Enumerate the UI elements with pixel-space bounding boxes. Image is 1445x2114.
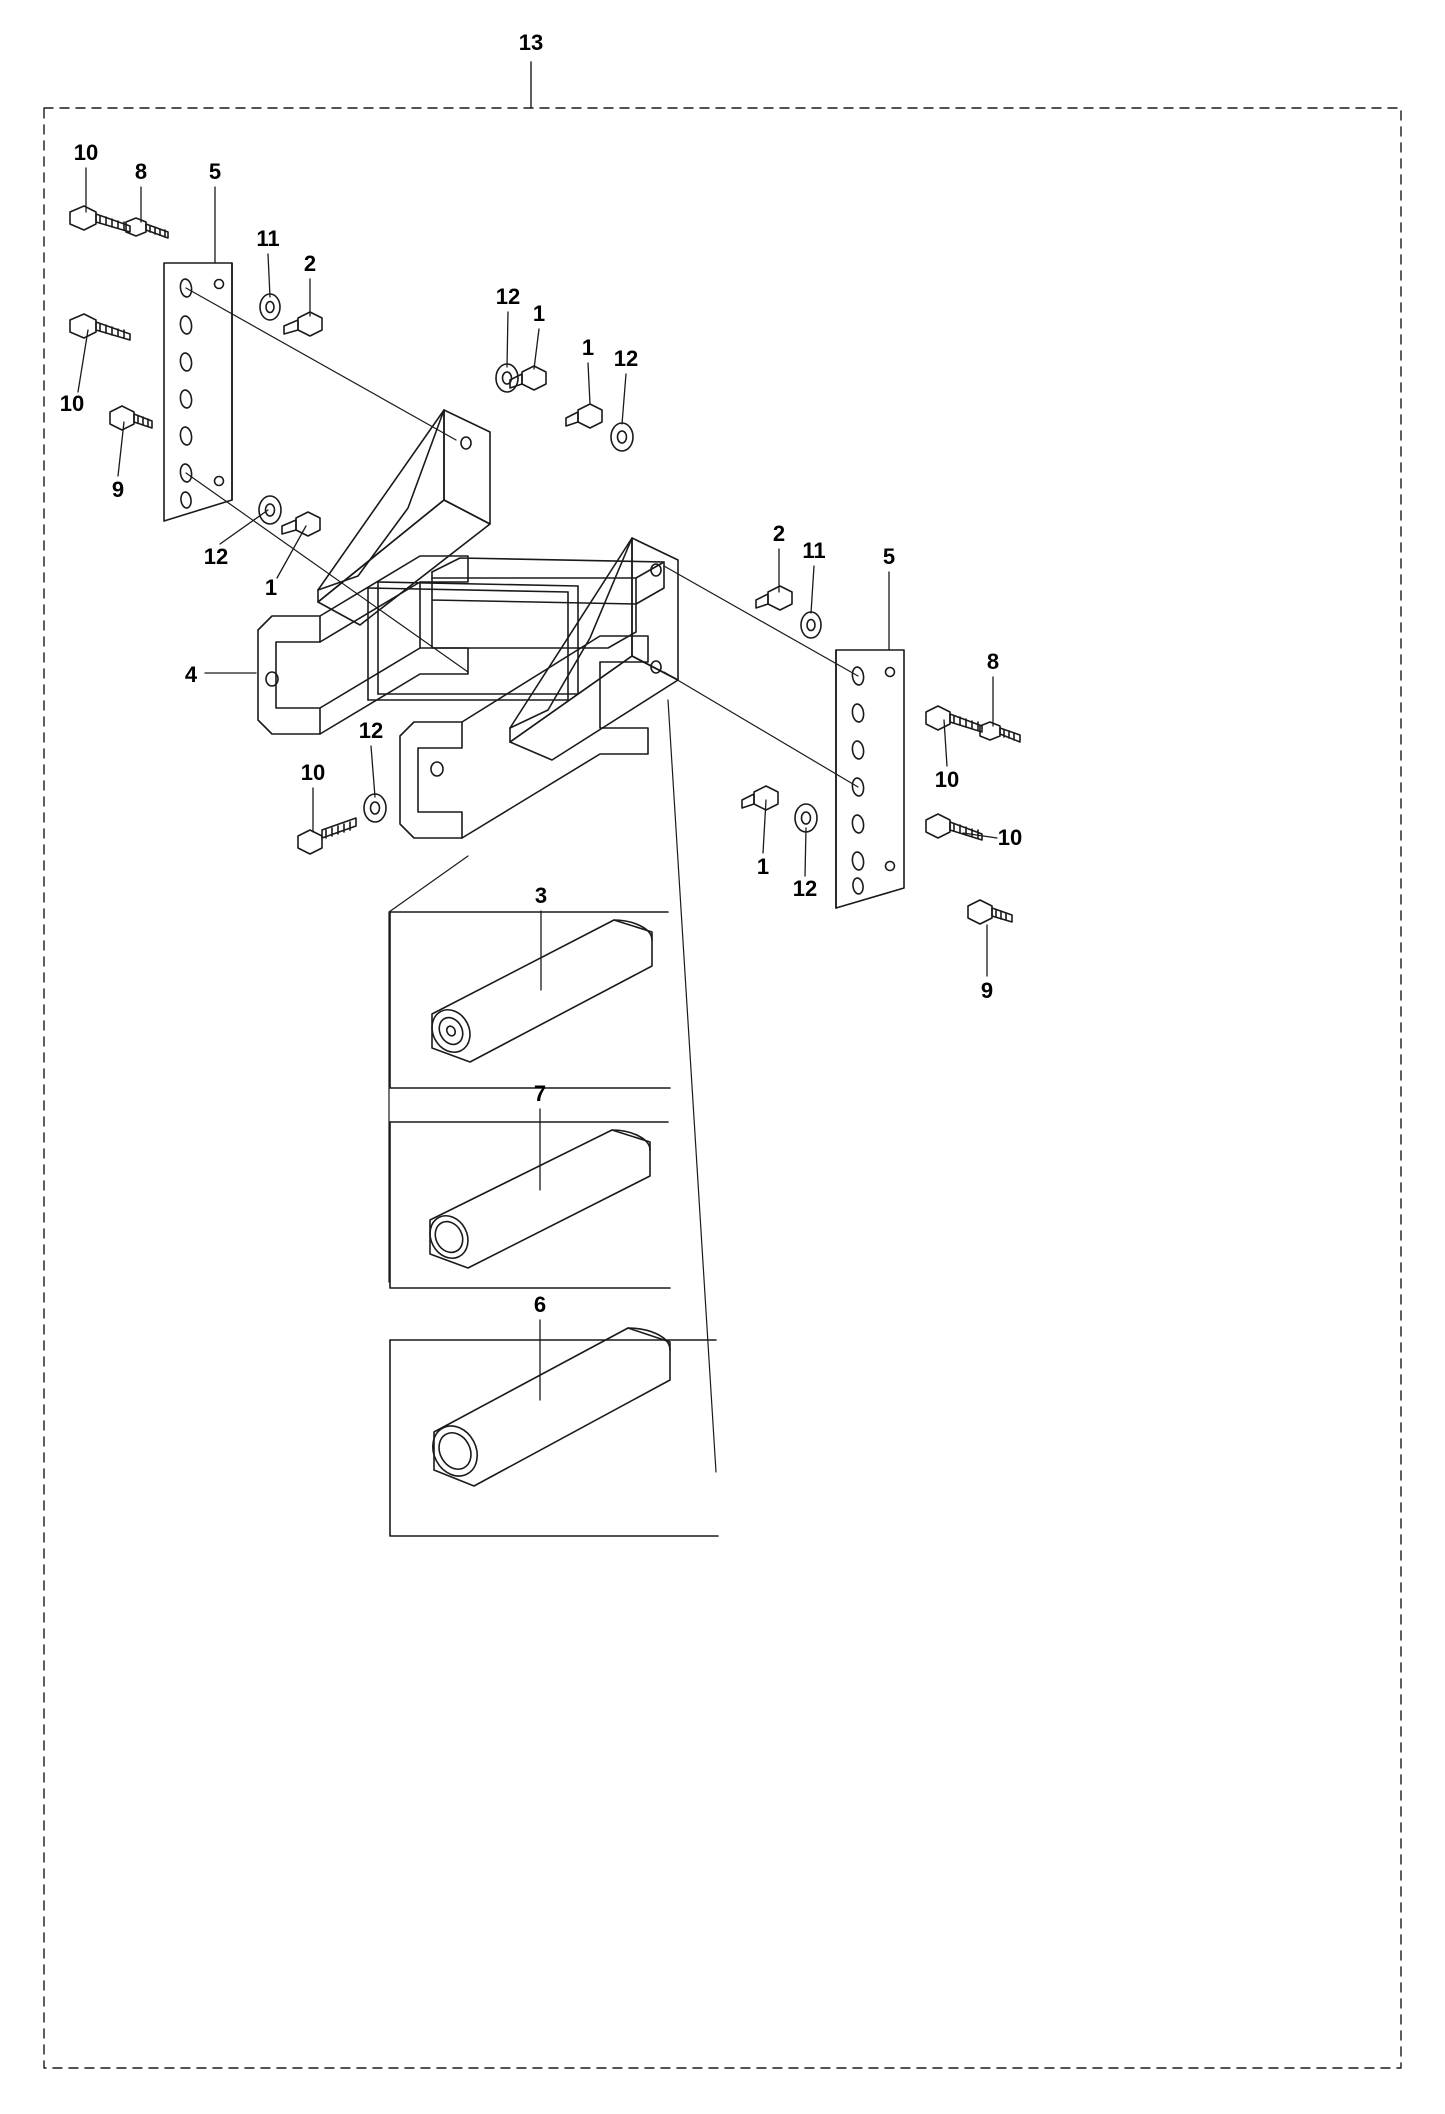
- bolt-1-center-right: [565, 403, 603, 429]
- fastener-8-right: [979, 721, 1021, 743]
- frame-assembly-4: [257, 555, 665, 839]
- bolt-1-left: [281, 511, 321, 537]
- callout-5a: 5: [208, 159, 222, 184]
- washer-12-center: [495, 363, 519, 393]
- callout-2b: 2: [772, 521, 786, 546]
- washer-11-left: [259, 293, 281, 321]
- callout-12c: 12: [203, 544, 229, 569]
- callout-11a: 11: [256, 226, 280, 251]
- callout-6: 6: [533, 1292, 547, 1317]
- leader-1b: [587, 362, 591, 405]
- callout-10a: 10: [73, 140, 99, 165]
- leader-12a: [506, 311, 509, 368]
- callout-10b: 10: [59, 391, 85, 416]
- leader-10e: [962, 832, 998, 839]
- callout-9b: 9: [980, 978, 994, 1003]
- roller-7: [389, 1121, 671, 1289]
- bolt-1-center: [509, 365, 547, 391]
- callout-5b: 5: [882, 544, 896, 569]
- diagram-boundary: [43, 107, 1402, 2069]
- fastener-10-right-upper: [925, 705, 983, 733]
- bolt-2-left: [283, 311, 323, 337]
- left-mounting-plate: [163, 262, 233, 522]
- callout-10e: 10: [997, 825, 1023, 850]
- callout-7: 7: [533, 1081, 547, 1106]
- fastener-9-right: [967, 899, 1013, 925]
- callout-9a: 9: [111, 477, 125, 502]
- callout-1d: 1: [756, 854, 770, 879]
- washer-11-right: [800, 611, 822, 639]
- fastener-9-left: [109, 405, 153, 431]
- right-gusset-bracket: [509, 537, 679, 761]
- callout-12a: 12: [495, 284, 521, 309]
- callout-11b: 11: [802, 538, 826, 563]
- roller-3: [389, 911, 671, 1089]
- leader-1d: [762, 799, 767, 854]
- right-mounting-plate: [835, 649, 905, 909]
- fastener-10-mid-left: [69, 313, 131, 341]
- callout-10c: 10: [934, 767, 960, 792]
- bolt-2-right: [755, 585, 793, 611]
- fastener-10-right-lower: [925, 813, 983, 841]
- leader-10b: [77, 329, 89, 393]
- callout-2a: 2: [303, 251, 317, 276]
- leader-11a: [267, 253, 271, 298]
- callout-1c: 1: [264, 575, 278, 600]
- callout-13: 13: [518, 30, 544, 55]
- leader-12d: [370, 745, 376, 798]
- washer-12-center-right: [610, 422, 634, 452]
- callout-10d: 10: [300, 760, 326, 785]
- fastener-8-top-left: [125, 217, 169, 239]
- left-gusset-bracket: [317, 409, 491, 626]
- fastener-10-lower-left: [297, 817, 357, 855]
- leader-1c: [276, 525, 307, 579]
- leader-10c: [943, 719, 948, 767]
- leader-1a: [533, 328, 540, 370]
- leader-12e: [804, 827, 807, 877]
- leader-12c: [219, 509, 269, 545]
- callout-4: 4: [184, 662, 198, 687]
- roller-6: [389, 1327, 719, 1537]
- washer-12-left: [258, 495, 282, 525]
- callout-3: 3: [534, 883, 548, 908]
- callout-12d: 12: [358, 718, 384, 743]
- callout-8a: 8: [134, 159, 148, 184]
- leader-12b: [621, 373, 627, 425]
- bolt-1-right-lower: [741, 785, 779, 811]
- callout-12b: 12: [613, 346, 639, 371]
- callout-1b: 1: [581, 335, 595, 360]
- callout-12e: 12: [792, 876, 818, 901]
- washer-12-right-lower: [794, 803, 818, 833]
- leader-9a: [117, 421, 125, 477]
- leader-11b: [810, 565, 815, 614]
- callout-8b: 8: [986, 649, 1000, 674]
- callout-1a: 1: [532, 301, 546, 326]
- fastener-10-top-left: [69, 205, 131, 233]
- washer-12-lower-left: [363, 793, 387, 823]
